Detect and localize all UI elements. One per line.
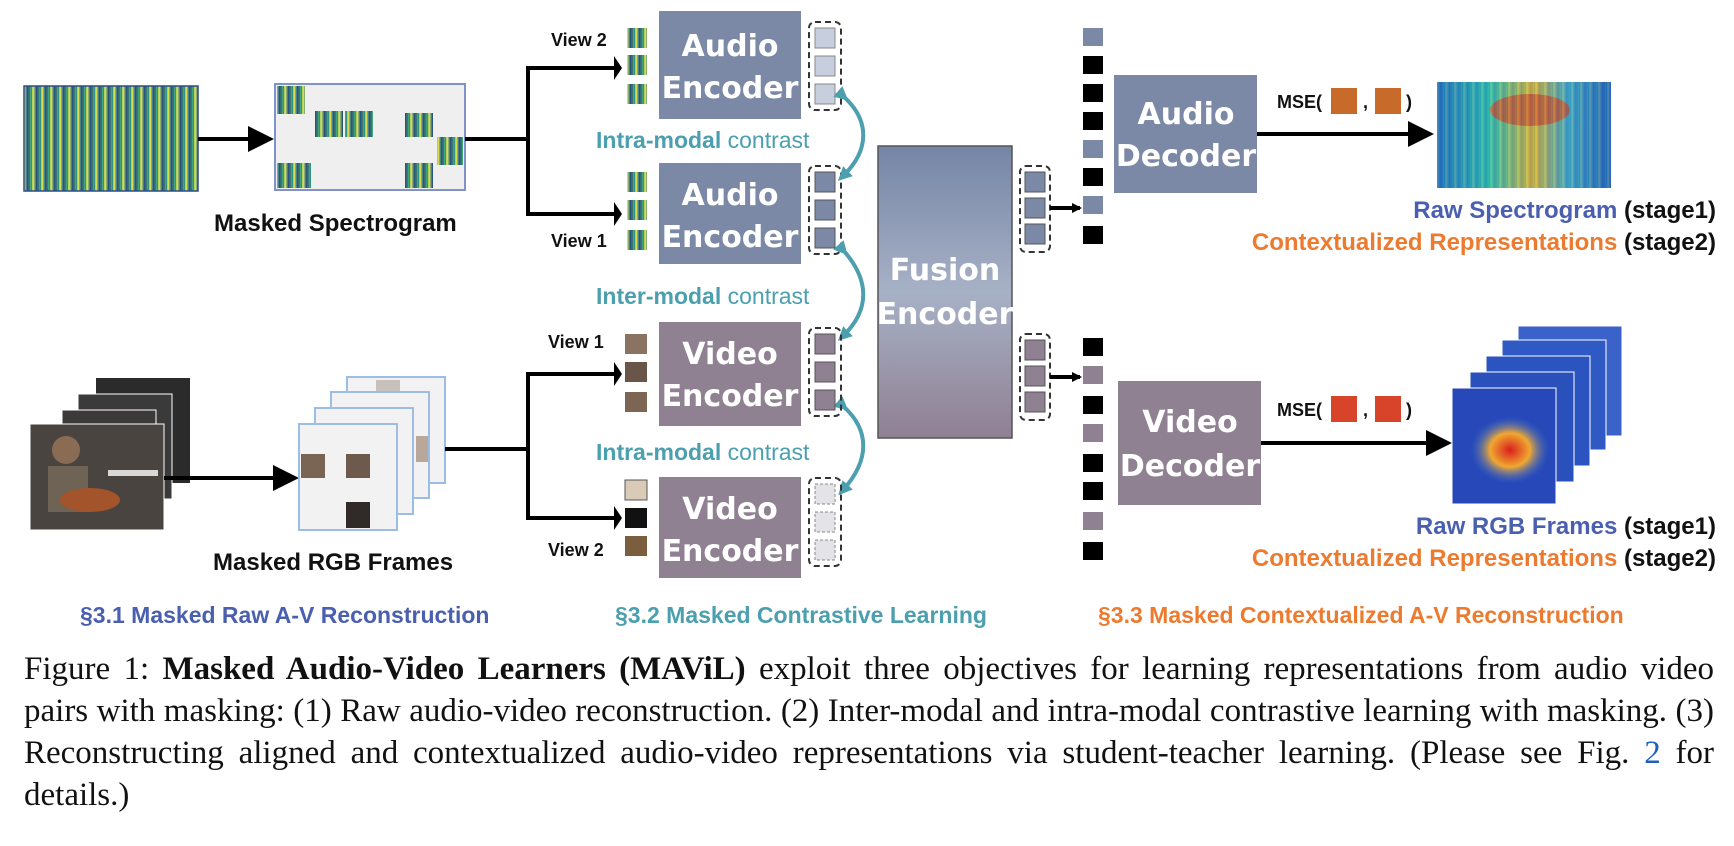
caption-title: Masked Audio-Video Learners (MAViL) [162, 651, 746, 687]
svg-text:Encoder: Encoder [877, 297, 1014, 332]
svg-text:Video: Video [682, 492, 777, 527]
audio-bottom-tokens [808, 165, 842, 255]
raw-spectrogram-input [23, 85, 199, 192]
contextualized-audio-label: Contextualized Representations (stage2) [1252, 229, 1716, 256]
video-decoder: Video Decoder [1118, 381, 1261, 505]
svg-text:Audio: Audio [682, 29, 779, 64]
svg-text:,: , [1363, 92, 1368, 112]
view1-bottom-label: View 1 [548, 332, 604, 352]
contrast-arrows [833, 86, 866, 496]
inter-modal-contrast: Inter-modal contrast [596, 283, 810, 309]
arrowhead-view1-audio [614, 202, 622, 226]
caption-figure-link[interactable]: 2 [1644, 735, 1661, 771]
video-encoder-top: Video Encoder [659, 322, 801, 426]
raw-spectrogram-label: Raw Spectrogram (stage1) [1413, 197, 1716, 224]
svg-text:Decoder: Decoder [1116, 139, 1256, 174]
caption-end: for details.) [24, 735, 1714, 813]
svg-text:MSE(: MSE( [1277, 400, 1322, 420]
reconstructed-spectrogram [1437, 82, 1611, 188]
raw-rgb-frames-input [29, 378, 190, 531]
audio-decoder-input-tokens [1083, 28, 1103, 244]
fusion-encoder: Fusion Encoder [877, 145, 1014, 439]
view1-top-label: View 1 [551, 231, 607, 251]
video-decoder-input-tokens [1083, 338, 1103, 560]
svg-text:,: , [1363, 400, 1368, 420]
svg-text:Audio: Audio [1138, 97, 1235, 132]
svg-text:Decoder: Decoder [1120, 449, 1260, 484]
video-view1-patches [625, 334, 647, 412]
svg-text:Encoder: Encoder [662, 534, 799, 569]
mavil-diagram: Masked Spectrogram View 2 View 1 Audio E… [23, 11, 1716, 628]
raw-rgb-label: Raw RGB Frames (stage1) [1416, 513, 1716, 540]
intra-modal-contrast-audio: Intra-modal contrast [596, 127, 810, 153]
contextualized-video-label: Contextualized Representations (stage2) [1252, 545, 1716, 572]
video-view2-patches [624, 479, 648, 556]
video-bottom-tokens [808, 477, 842, 567]
section-3-2: §3.2 Masked Contrastive Learning [615, 602, 987, 628]
audio-view1-patches [627, 172, 647, 250]
reconstructed-rgb-frames [1451, 325, 1623, 505]
svg-text:): ) [1406, 400, 1412, 420]
audio-encoder-bottom: Audio Encoder [659, 163, 801, 264]
svg-text:MSE(: MSE( [1277, 92, 1322, 112]
audio-branch-arrows [465, 66, 618, 216]
audio-encoder-top: Audio Encoder [659, 11, 801, 119]
svg-text:Video: Video [682, 337, 777, 372]
svg-text:Audio: Audio [682, 178, 779, 213]
mse-video: MSE( , ) [1277, 396, 1412, 422]
arrowhead-view2-video [614, 506, 622, 530]
masked-spectrogram [274, 83, 466, 191]
view2-top-label: View 2 [551, 30, 607, 50]
fusion-video-out-tokens [1019, 333, 1051, 421]
video-branch-arrows [445, 372, 618, 520]
section-3-3: §3.3 Masked Contextualized A-V Reconstru… [1098, 602, 1624, 628]
video-encoder-bottom: Video Encoder [659, 477, 801, 578]
svg-text:): ) [1406, 92, 1412, 112]
arrowhead-view2-audio [614, 56, 622, 80]
masked-rgb-label: Masked RGB Frames [213, 549, 453, 576]
svg-text:Encoder: Encoder [662, 220, 799, 255]
video-top-tokens [808, 327, 842, 417]
svg-text:Encoder: Encoder [662, 379, 799, 414]
audio-top-tokens [808, 21, 842, 111]
audio-view2-patches [627, 28, 647, 104]
masked-spectrogram-label: Masked Spectrogram [214, 210, 457, 237]
mse-audio: MSE( , ) [1277, 88, 1412, 114]
svg-text:Video: Video [1142, 405, 1237, 440]
masked-rgb-frames [298, 376, 446, 531]
caption-prefix: Figure 1: [24, 651, 163, 687]
arrowhead-view1-video [614, 362, 622, 386]
section-3-1: §3.1 Masked Raw A-V Reconstruction [80, 602, 489, 628]
svg-text:Fusion: Fusion [890, 253, 1000, 288]
figure-caption: Figure 1: Masked Audio-Video Learners (M… [24, 648, 1714, 816]
svg-text:Encoder: Encoder [662, 71, 799, 106]
audio-decoder: Audio Decoder [1114, 75, 1257, 193]
intra-modal-contrast-video: Intra-modal contrast [596, 439, 810, 465]
caption-body: exploit three objectives for learning re… [24, 651, 1714, 771]
fusion-audio-out-tokens [1019, 165, 1051, 253]
view2-bottom-label: View 2 [548, 540, 604, 560]
